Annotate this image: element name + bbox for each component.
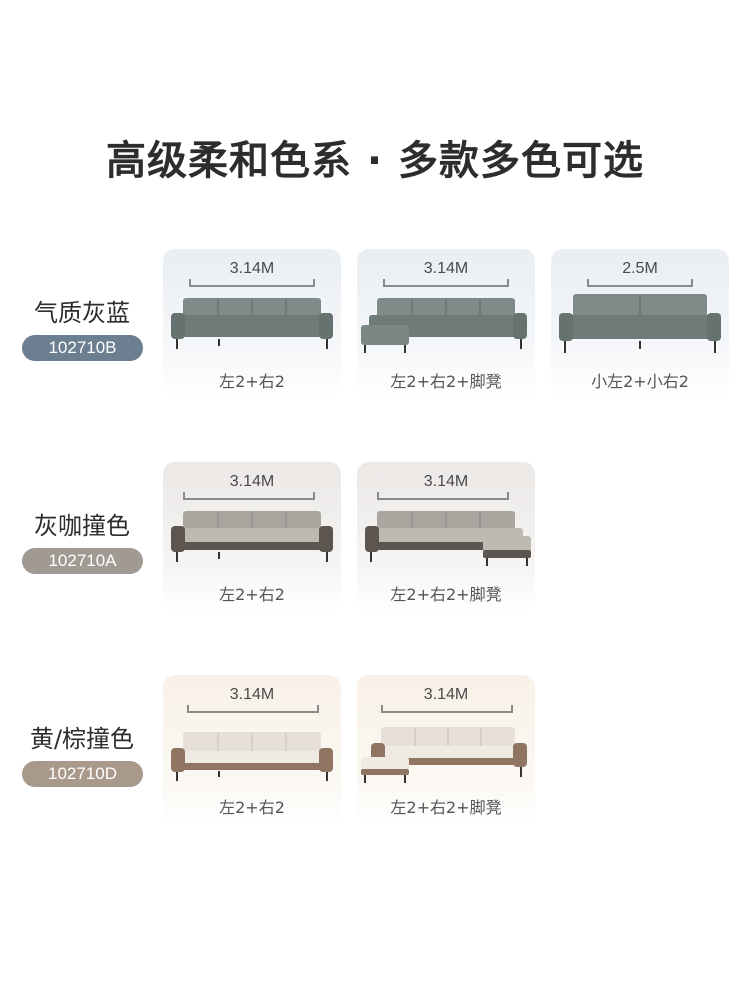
dimension-label: 2.5M: [622, 260, 658, 277]
configuration-label: 左2+右2: [219, 585, 285, 604]
configuration-label: 左2+右2+脚凳: [390, 798, 502, 817]
sofa-image: [365, 511, 531, 566]
color-row-gray-coffee: 灰咖撞色 102710A 3.14M 左2+右2 3.14M: [0, 462, 750, 622]
variant-card[interactable]: 2.5M 小左2+小右2: [551, 249, 729, 399]
dimension-label: 3.14M: [423, 260, 469, 277]
sofa-image: [559, 294, 721, 353]
color-name: 灰咖撞色: [34, 512, 130, 540]
variant-card[interactable]: 3.14M 左2+右2+脚凳: [357, 462, 535, 612]
sofa-image: [171, 298, 333, 349]
color-name: 气质灰蓝: [34, 299, 130, 327]
sofa-image: [171, 732, 333, 781]
variant-card[interactable]: 3.14M 左2+右2: [163, 462, 341, 612]
product-code-badge: 102710B: [22, 335, 143, 361]
configuration-label: 左2+右2: [219, 798, 285, 817]
dimension-label: 3.14M: [229, 473, 275, 490]
configuration-label: 左2+右2+脚凳: [390, 585, 502, 604]
variant-card[interactable]: 3.14M 左2+右2: [163, 249, 341, 399]
dimension-label: 3.14M: [423, 473, 469, 490]
dimension-line: [381, 705, 513, 713]
configuration-label: 左2+右2: [219, 372, 285, 391]
sofa-image: [171, 511, 333, 562]
variant-card[interactable]: 3.14M 左2+右2: [163, 675, 341, 825]
color-row-blue-gray: 气质灰蓝 102710B 3.14M 左2+右2 3.14M: [0, 249, 750, 409]
dimension-line: [383, 279, 509, 287]
configuration-label: 小左2+小右2: [591, 372, 689, 391]
variant-card[interactable]: 3.14M 左2+右2+脚凳: [357, 249, 535, 399]
page-title: 高级柔和色系 · 多款多色可选: [105, 138, 645, 184]
dimension-label: 3.14M: [229, 260, 275, 277]
variant-card[interactable]: 3.14M 左2+右2+脚凳: [357, 675, 535, 825]
color-row-yellow-brown: 黄/棕撞色 102710D 3.14M 左2+右2 3.14M: [0, 675, 750, 835]
dimension-line: [189, 279, 315, 287]
configuration-label: 左2+右2+脚凳: [390, 372, 502, 391]
product-code-badge: 102710D: [22, 761, 143, 787]
dimension-line: [187, 705, 319, 713]
dimension-line: [183, 492, 315, 500]
sofa-image: [361, 298, 527, 353]
color-name: 黄/棕撞色: [29, 725, 135, 753]
dimension-label: 3.14M: [229, 686, 275, 703]
product-code-badge: 102710A: [22, 548, 143, 574]
dimension-label: 3.14M: [423, 686, 469, 703]
dimension-line: [377, 492, 509, 500]
sofa-image: [361, 727, 527, 783]
dimension-line: [587, 279, 693, 287]
